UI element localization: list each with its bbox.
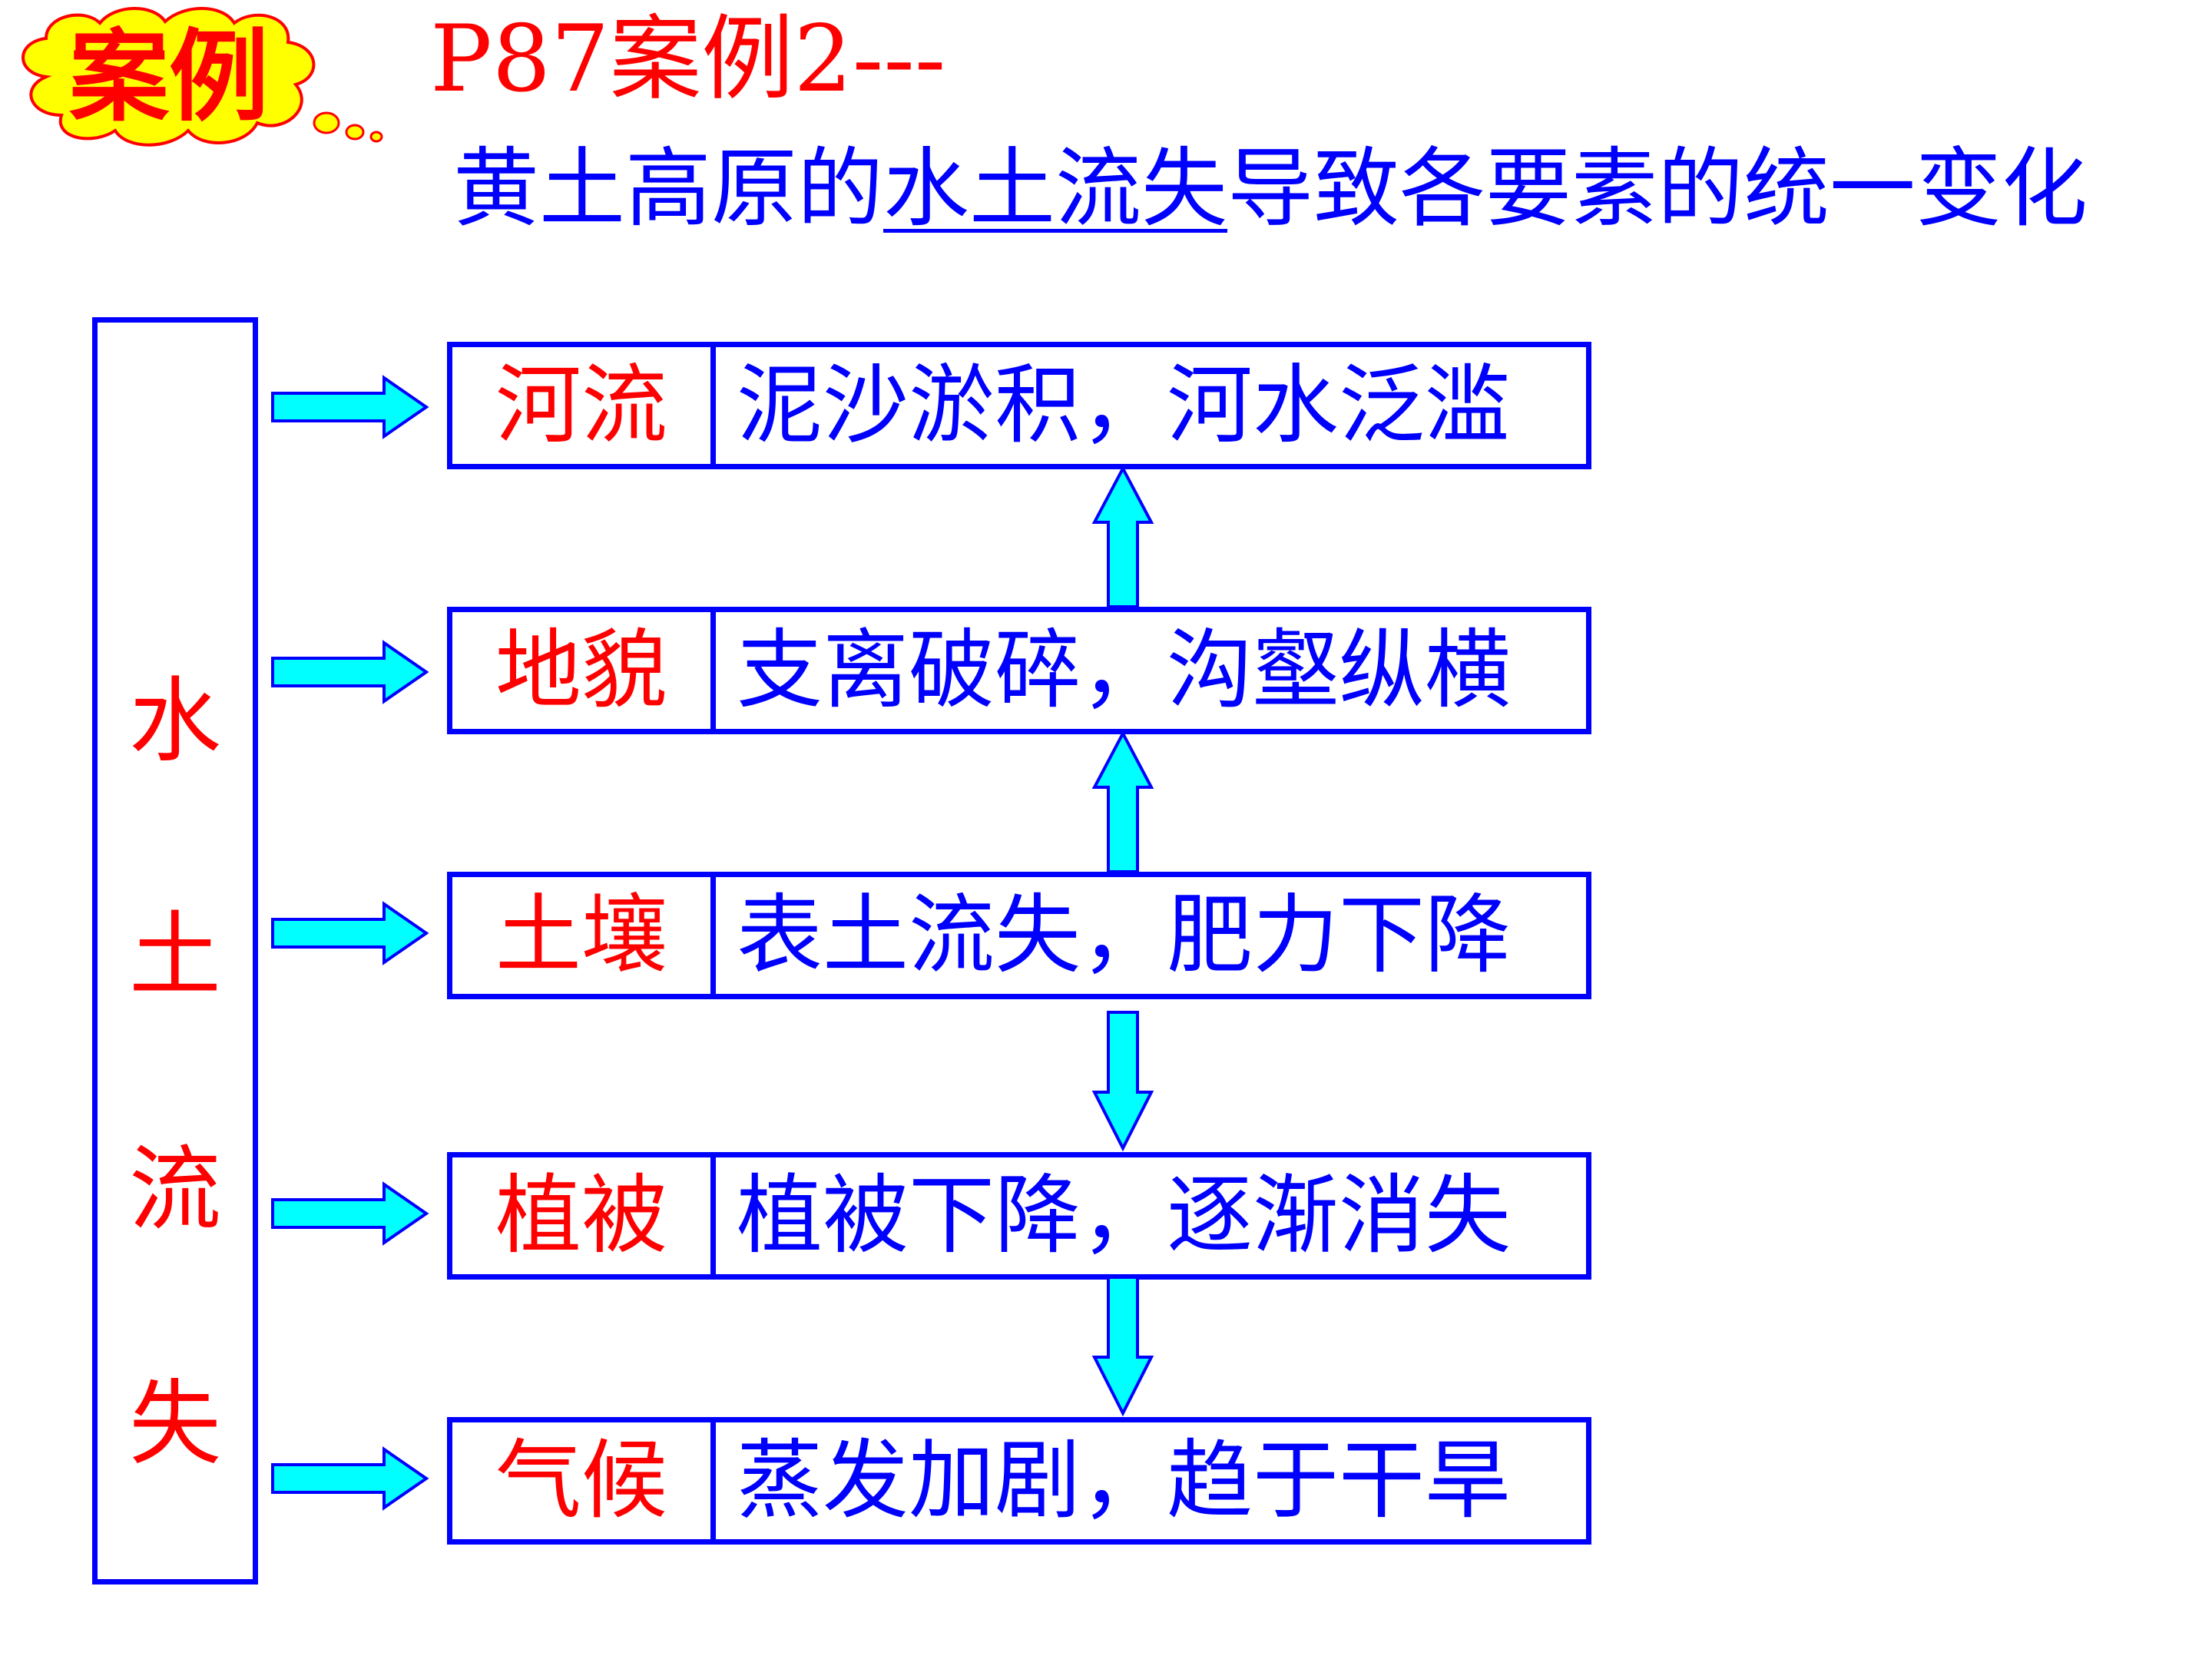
factor-row-river: 河流 泥沙淤积，河水泛滥 [447, 342, 1591, 469]
row-divider [710, 877, 716, 994]
factor-category: 植被 [495, 1166, 667, 1266]
source-box: 水 土 流 失 [92, 317, 258, 1584]
factor-row-landform: 地貌 支离破碎，沟壑纵横 [447, 607, 1591, 734]
subtitle-underlined: 水土流失 [883, 139, 1227, 239]
factor-row-climate: 气候 蒸发加剧，趋于干旱 [447, 1417, 1591, 1545]
factor-row-vegetation: 植被 植被下降，逐渐消失 [447, 1152, 1591, 1280]
factor-category: 河流 [495, 356, 667, 455]
arrow-right-icon [271, 375, 429, 439]
factor-description: 表土流失，肥力下降 [737, 886, 1511, 985]
factor-description: 植被下降，逐渐消失 [737, 1166, 1511, 1266]
factor-description: 支离破碎，沟壑纵横 [737, 621, 1511, 720]
arrow-right-icon [271, 1446, 429, 1511]
row-divider [710, 347, 716, 464]
cloud-icon [22, 7, 383, 147]
source-char: 土 [129, 902, 221, 1009]
factor-category: 地貌 [495, 621, 667, 720]
source-char: 失 [129, 1371, 221, 1478]
arrow-up-icon [1091, 730, 1154, 873]
arrow-right-icon [271, 901, 429, 965]
arrow-right-icon [271, 640, 429, 704]
factor-description: 泥沙淤积，河水泛滥 [737, 356, 1511, 455]
subtitle-suffix: 导致各要素的统一变化 [1227, 139, 2088, 239]
arrow-up-icon [1091, 465, 1154, 608]
subtitle-prefix: 黄土高原的 [453, 139, 883, 239]
factor-description: 蒸发加剧，趋于干旱 [737, 1431, 1511, 1531]
factor-category: 气候 [495, 1431, 667, 1531]
factor-row-soil: 土壤 表土流失，肥力下降 [447, 872, 1591, 999]
page-title: P87案例2--- [430, 6, 946, 113]
row-divider [710, 1422, 716, 1539]
case-badge: 案例 [0, 0, 399, 154]
page-subtitle: 黄土高原的水土流失导致各要素的统一变化 [453, 139, 2088, 239]
factor-category: 土壤 [495, 886, 667, 985]
arrow-down-icon [1091, 1276, 1154, 1417]
arrow-down-icon [1091, 1011, 1154, 1152]
source-char: 流 [129, 1137, 221, 1243]
source-char: 水 [129, 668, 221, 775]
row-divider [710, 1157, 716, 1274]
row-divider [710, 612, 716, 729]
arrow-right-icon [271, 1181, 429, 1246]
badge-label: 案例 [68, 18, 269, 135]
